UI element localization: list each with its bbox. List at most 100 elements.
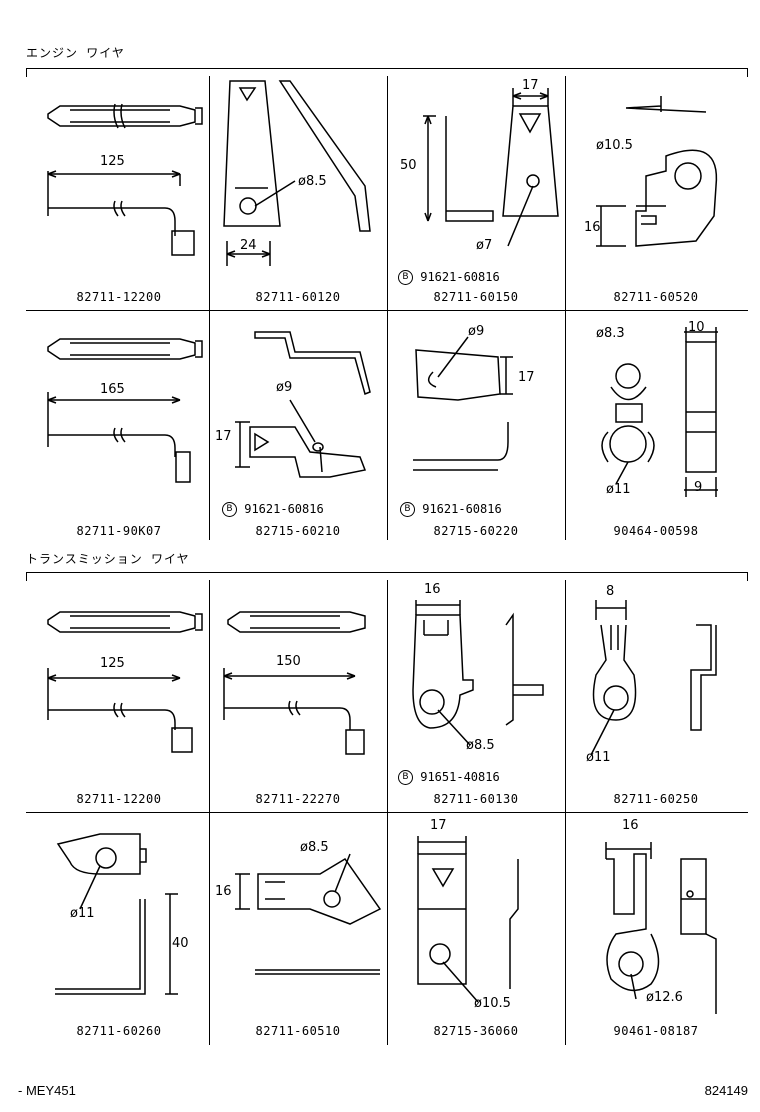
part-number: 82715-36060 — [433, 1024, 519, 1038]
part-cell: ø10.5 16 82711-60520 — [566, 76, 746, 308]
width-dimension: 16 — [622, 818, 639, 833]
grid-divider — [565, 76, 566, 540]
bolt-part-number: 91621-60816 — [244, 502, 324, 516]
part-cell: ø11 40 82711-60260 — [30, 814, 208, 1040]
part-cell: ø8.5 16 82711-60510 — [210, 814, 386, 1040]
bolt-part-number: 91651-40816 — [420, 770, 500, 784]
hole-dimension: ø12.6 — [646, 990, 683, 1005]
part-cell: 150 82711-22270 — [210, 580, 386, 810]
bracket-60510-drawing — [235, 853, 382, 975]
part-number: 82711-60120 — [255, 290, 341, 304]
section-bracket-left — [26, 68, 27, 77]
bolt-reference: B 91621-60816 — [400, 502, 502, 517]
width-bottom-dimension: 9 — [694, 480, 703, 495]
bolt-symbol: B — [400, 502, 415, 517]
hole-dimension: ø9 — [276, 380, 293, 395]
part-cell: 17 ø10.5 82715-36060 — [388, 814, 564, 1040]
part-number: 82715-60210 — [255, 524, 341, 538]
bracket-36060-drawing — [417, 836, 519, 1003]
hole-dimension: ø7 — [476, 238, 493, 253]
part-cell: 165 82711-90K07 — [30, 312, 208, 538]
section-bracket-left — [26, 572, 27, 581]
hole-dimension: ø11 — [586, 750, 611, 765]
width-dimension: 16 — [424, 582, 441, 597]
wire-clip-125-drawing — [47, 103, 203, 256]
part-cell: ø9 17 B 91621-60816 82715-60210 — [210, 312, 386, 538]
bolt-reference: B 91621-60816 — [222, 502, 324, 517]
part-number: 82711-12200 — [76, 792, 162, 806]
width-dimension: 17 — [430, 818, 447, 833]
wire-clip-125-drawing — [47, 611, 203, 753]
height-dimension: 40 — [172, 936, 189, 951]
wire-clip-150-drawing — [223, 611, 366, 755]
terminal-60250-drawing — [590, 600, 717, 756]
part-number: 82711-60260 — [76, 1024, 162, 1038]
hole-dimension: ø11 — [70, 906, 95, 921]
part-number: 82711-60520 — [613, 290, 699, 304]
part-cell: 125 82711-12200 — [30, 580, 208, 810]
part-cell: 16 ø12.6 90461-08187 — [566, 814, 746, 1040]
part-cell: 16 ø8.5 B 91651-40816 82711-60130 — [388, 580, 564, 810]
bracket-60210-drawing — [235, 331, 371, 478]
section-bracket-right — [747, 572, 748, 581]
part-number: 90464-00598 — [613, 524, 699, 538]
hole-top-dimension: ø8.3 — [596, 326, 625, 341]
bolt-reference: B 91621-60816 — [398, 270, 500, 285]
part-cell: 8 ø11 82711-60250 — [566, 580, 746, 810]
hole-bottom-dimension: ø11 — [606, 482, 631, 497]
grid-divider — [209, 76, 210, 540]
bolt-symbol: B — [222, 502, 237, 517]
length-dimension: 165 — [100, 382, 125, 397]
width-dimension: 8 — [606, 584, 615, 599]
footer-right-code: 824149 — [704, 1083, 748, 1098]
bracket-60520-drawing — [596, 96, 718, 247]
part-cell: ø8.5 24 82711-60120 — [210, 76, 386, 308]
part-number: 82711-60130 — [433, 792, 519, 806]
height-dimension: 17 — [518, 370, 535, 385]
length-dimension: 125 — [100, 154, 125, 169]
section-title-engine: エンジン ワイヤ — [26, 46, 125, 60]
footer-left-code: - MEY451 — [18, 1083, 76, 1098]
height-dimension: 50 — [400, 158, 417, 173]
wire-clip-165-drawing — [47, 338, 203, 483]
hole-dimension: ø8.5 — [300, 840, 329, 855]
height-dimension: 16 — [584, 220, 601, 235]
hole-dimension: ø10.5 — [596, 138, 633, 153]
bracket-60150-drawing — [423, 88, 559, 247]
grid-divider — [387, 76, 388, 540]
bolt-reference: B 91651-40816 — [398, 770, 500, 785]
bolt-part-number: 91621-60816 — [420, 270, 500, 284]
part-cell: 125 82711-12200 — [30, 76, 208, 308]
width-dimension: 17 — [522, 78, 539, 93]
part-number: 82711-60510 — [255, 1024, 341, 1038]
hole-dimension: ø8.5 — [298, 174, 327, 189]
length-dimension: 125 — [100, 656, 125, 671]
bracket-60260-drawing — [55, 833, 178, 995]
width-dimension: 24 — [240, 238, 257, 253]
length-dimension: 150 — [276, 654, 301, 669]
hole-dimension: ø9 — [468, 324, 485, 339]
part-number: 82711-12200 — [76, 290, 162, 304]
bracket-60220-drawing — [413, 336, 513, 471]
part-number: 82711-22270 — [255, 792, 341, 806]
part-cell: ø8.3 10 ø11 9 90464-00598 — [566, 312, 746, 538]
section-title-transmission: トランスミッション ワイヤ — [26, 552, 190, 566]
bolt-symbol: B — [398, 270, 413, 285]
grid-divider — [26, 812, 748, 813]
bracket-60120-drawing — [223, 80, 371, 266]
grid-divider — [26, 310, 748, 311]
clamp-00598-drawing — [601, 327, 718, 497]
part-cell: ø9 17 B 91621-60816 82715-60220 — [388, 312, 564, 538]
bolt-part-number: 91621-60816 — [422, 502, 502, 516]
bolt-symbol: B — [398, 770, 413, 785]
width-top-dimension: 10 — [688, 320, 705, 335]
section-divider-engine — [26, 68, 748, 69]
part-number: 82711-60150 — [433, 290, 519, 304]
bracket-60130-drawing — [412, 600, 544, 746]
section-divider-transmission — [26, 572, 748, 573]
height-dimension: 16 — [215, 884, 232, 899]
part-number: 82715-60220 — [433, 524, 519, 538]
section-bracket-right — [747, 68, 748, 77]
height-dimension: 17 — [215, 429, 232, 444]
part-number: 82711-90K07 — [76, 524, 162, 538]
